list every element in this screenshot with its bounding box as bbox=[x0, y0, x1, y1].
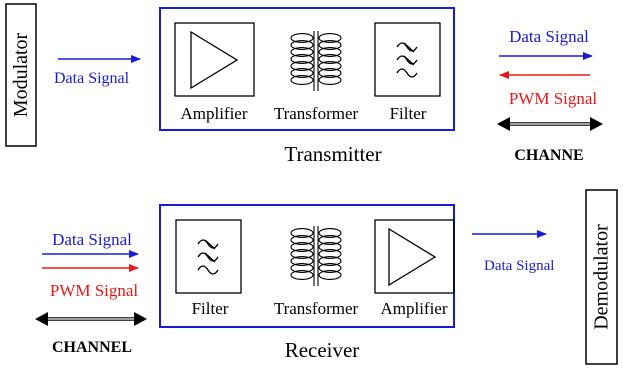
receiver-channel-arrow bbox=[35, 312, 147, 326]
transmitter-channel-arrow bbox=[497, 117, 603, 131]
receiver-transformer: Transformer bbox=[274, 226, 359, 318]
receiver-data-signal-label: Data Signal bbox=[52, 230, 132, 249]
amplifier-icon bbox=[190, 30, 239, 90]
transmitter-transformer-label: Transformer bbox=[274, 104, 359, 123]
receiver-channel: Data Signal PWM Signal CHANNEL bbox=[35, 230, 147, 356]
filter-icon bbox=[197, 239, 219, 275]
transmitter-input-label: Data Signal bbox=[54, 70, 130, 87]
transmitter-channel: Data Signal PWM Signal CHANNE bbox=[497, 27, 603, 164]
transmitter-data-signal-label: Data Signal bbox=[509, 27, 589, 46]
filter-icon bbox=[396, 42, 418, 78]
transmitter-block: Amplifier bbox=[159, 7, 455, 166]
receiver-amplifier: Amplifier bbox=[374, 219, 455, 318]
demodulator-block: Demodulator bbox=[585, 189, 618, 365]
receiver-channel-label: CHANNEL bbox=[52, 339, 132, 356]
transmitter-amplifier: Amplifier bbox=[174, 22, 255, 123]
demodulator-label: Demodulator bbox=[591, 224, 613, 330]
receiver-block: Filter Transformer bbox=[159, 204, 455, 362]
transmitter-pwm-signal-label: PWM Signal bbox=[509, 89, 598, 108]
transformer-icon bbox=[290, 226, 342, 286]
modulator-block: Modulator bbox=[5, 3, 37, 147]
transmitter-channel-label: CHANNE bbox=[514, 147, 583, 164]
transmitter-title: Transmitter bbox=[284, 142, 381, 166]
transmitter-filter: Filter bbox=[374, 22, 441, 123]
receiver-filter: Filter bbox=[175, 219, 242, 318]
receiver-transformer-label: Transformer bbox=[274, 299, 359, 318]
receiver-pwm-signal-label: PWM Signal bbox=[50, 281, 139, 300]
receiver-filter-label: Filter bbox=[192, 299, 229, 318]
transformer-icon bbox=[290, 31, 342, 91]
transmitter-filter-label: Filter bbox=[390, 104, 427, 123]
receiver-title: Receiver bbox=[285, 338, 360, 362]
amplifier-icon bbox=[388, 227, 437, 287]
transmitter-transformer: Transformer bbox=[274, 31, 359, 123]
receiver-output-label: Data Signal bbox=[484, 258, 554, 274]
modulator-label: Modulator bbox=[10, 32, 32, 117]
transmitter-amplifier-label: Amplifier bbox=[180, 104, 247, 123]
receiver-amplifier-label: Amplifier bbox=[380, 299, 447, 318]
